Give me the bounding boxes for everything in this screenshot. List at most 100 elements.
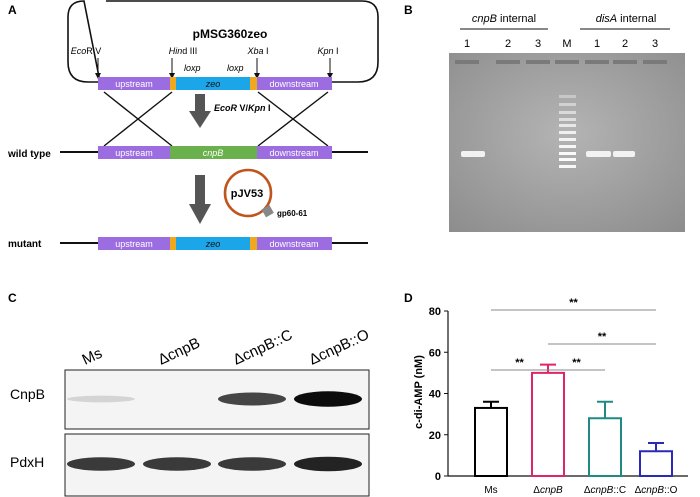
- blot-band-pdxh: [218, 457, 286, 471]
- mut-upstream-label: upstream: [115, 239, 153, 249]
- plasmid-outline: [67, 0, 379, 83]
- blot-band-cnpb: [67, 395, 135, 403]
- blot-lane-label: Ms: [80, 345, 105, 369]
- digest-enzymes-label: EcoR V/Kpn I: [214, 103, 271, 113]
- site-kpn-label: Kpn I: [317, 46, 338, 56]
- chart-category-label: Ms: [484, 485, 497, 496]
- pjv53-label: pJV53: [231, 188, 263, 200]
- site-kpn-arrowhead: [327, 73, 333, 79]
- panel-label-c: C: [8, 291, 17, 305]
- mut-zeo-label: zeo: [205, 239, 221, 249]
- chart-ytick-label: 60: [429, 347, 441, 359]
- chart-ytick-label: 20: [429, 430, 441, 442]
- significance-marker: **: [569, 297, 578, 309]
- crossover-right-b: [257, 91, 329, 147]
- site-hind-label: Hind III: [169, 46, 198, 56]
- wild-type-label: wild type: [7, 149, 51, 160]
- loxp-left-label: loxp: [184, 63, 201, 73]
- recombination-arrow-head: [189, 204, 211, 224]
- chart-ylabel: c-di-AMP (nM): [413, 355, 425, 429]
- significance-marker: **: [515, 357, 524, 369]
- plasmid-loxp-right: [250, 77, 257, 90]
- blot-lane-label: ΔcnpB: [156, 335, 203, 369]
- blot-bands: [67, 391, 362, 472]
- gel-lane-label: 2: [505, 38, 511, 50]
- chart-category-label: ΔcnpB::O: [635, 485, 678, 496]
- mut-downstream-segment: [257, 237, 332, 250]
- gel-image: [449, 53, 685, 232]
- gel-group1-label: cnpB internal: [472, 13, 536, 25]
- gel-lane-label: 2: [622, 38, 628, 50]
- wt-downstream-label: downstream: [269, 148, 318, 158]
- plasmid-zeo-label: zeo: [205, 79, 221, 89]
- gel-ladder-band: [559, 165, 576, 168]
- gel-well: [585, 60, 609, 64]
- mut-loxp-left: [170, 237, 176, 250]
- gel-ladder-band: [559, 118, 576, 121]
- digest-arrow-shaft: [195, 94, 205, 112]
- chart-category-label: ΔcnpB: [533, 485, 563, 496]
- blot-lane-label: ΔcnpB::C: [231, 326, 296, 368]
- plasmid-downstream-label: downstream: [269, 79, 318, 89]
- blot-lane-label: ΔcnpB::O: [307, 326, 372, 369]
- chart-category-label: ΔcnpB::C: [584, 485, 626, 496]
- blot-band-pdxh: [294, 456, 362, 472]
- recombination-arrow-shaft: [195, 175, 205, 205]
- gel-lane-label: 1: [594, 38, 600, 50]
- chart-bar: [531, 371, 565, 477]
- gp60-61-gene-block: [261, 205, 274, 218]
- gel-band-disa-lane1: [586, 151, 611, 157]
- gel-ladder-band: [559, 124, 576, 127]
- gp60-61-label: gp60-61: [277, 209, 308, 218]
- gel-lane-label: M: [562, 38, 571, 50]
- gel-well: [643, 60, 667, 64]
- gel-ladder-band: [559, 111, 576, 114]
- blot-row-label-cnpb: CnpB: [10, 386, 45, 402]
- gel-ladder-band: [559, 131, 576, 134]
- gel-band-disa-lane2: [613, 151, 635, 157]
- digest-arrow-head: [189, 111, 211, 128]
- blot-band-cnpb: [218, 392, 286, 406]
- plasmid-zeo-segment: [176, 77, 250, 90]
- pjv53-ring: [223, 168, 273, 218]
- plasmid-loxp-left: [170, 77, 176, 90]
- mut-upstream-segment: [98, 237, 170, 250]
- chart-ytick-label: 0: [435, 471, 441, 483]
- chart-bar: [474, 406, 508, 477]
- mut-loxp-right: [250, 237, 257, 250]
- site-ecorv-label: EcoR V: [71, 46, 102, 56]
- site-xba-arrowhead: [254, 73, 260, 79]
- chart-ytick-label: 80: [429, 306, 441, 318]
- gel-bands: [455, 60, 667, 168]
- gel-ladder-band: [559, 95, 576, 98]
- panel-label-d: D: [404, 291, 413, 305]
- mut-zeo-segment: [176, 237, 250, 250]
- chart-ytick-label: 40: [429, 389, 441, 401]
- significance-marker: **: [572, 357, 581, 369]
- site-ecorv-arrowhead: [95, 73, 101, 79]
- gel-well: [526, 60, 550, 64]
- blot-band-cnpb: [294, 391, 362, 407]
- blot-row-label-pdxh: PdxH: [10, 454, 44, 470]
- site-hind-arrowhead: [169, 73, 175, 79]
- wt-upstream-label: upstream: [115, 148, 153, 158]
- site-xba-label: Xba I: [246, 46, 268, 56]
- mutant-label: mutant: [8, 239, 42, 250]
- gel-well: [496, 60, 520, 64]
- blot-band-pdxh: [67, 457, 135, 471]
- wt-cnpb-label: cnpB: [203, 148, 224, 158]
- gel-group2-label: disA internal: [596, 13, 657, 25]
- chart-bar: [639, 450, 673, 477]
- plasmid-downstream-segment: [257, 77, 332, 90]
- plasmid-upstream-segment: [98, 77, 170, 90]
- gel-ladder-band: [559, 103, 576, 106]
- mut-downstream-label: downstream: [269, 239, 318, 249]
- gel-ladder-band: [559, 138, 576, 141]
- wt-cnpb-segment: [170, 146, 257, 159]
- gel-well: [555, 60, 579, 64]
- gel-well: [455, 60, 479, 64]
- gel-well: [613, 60, 637, 64]
